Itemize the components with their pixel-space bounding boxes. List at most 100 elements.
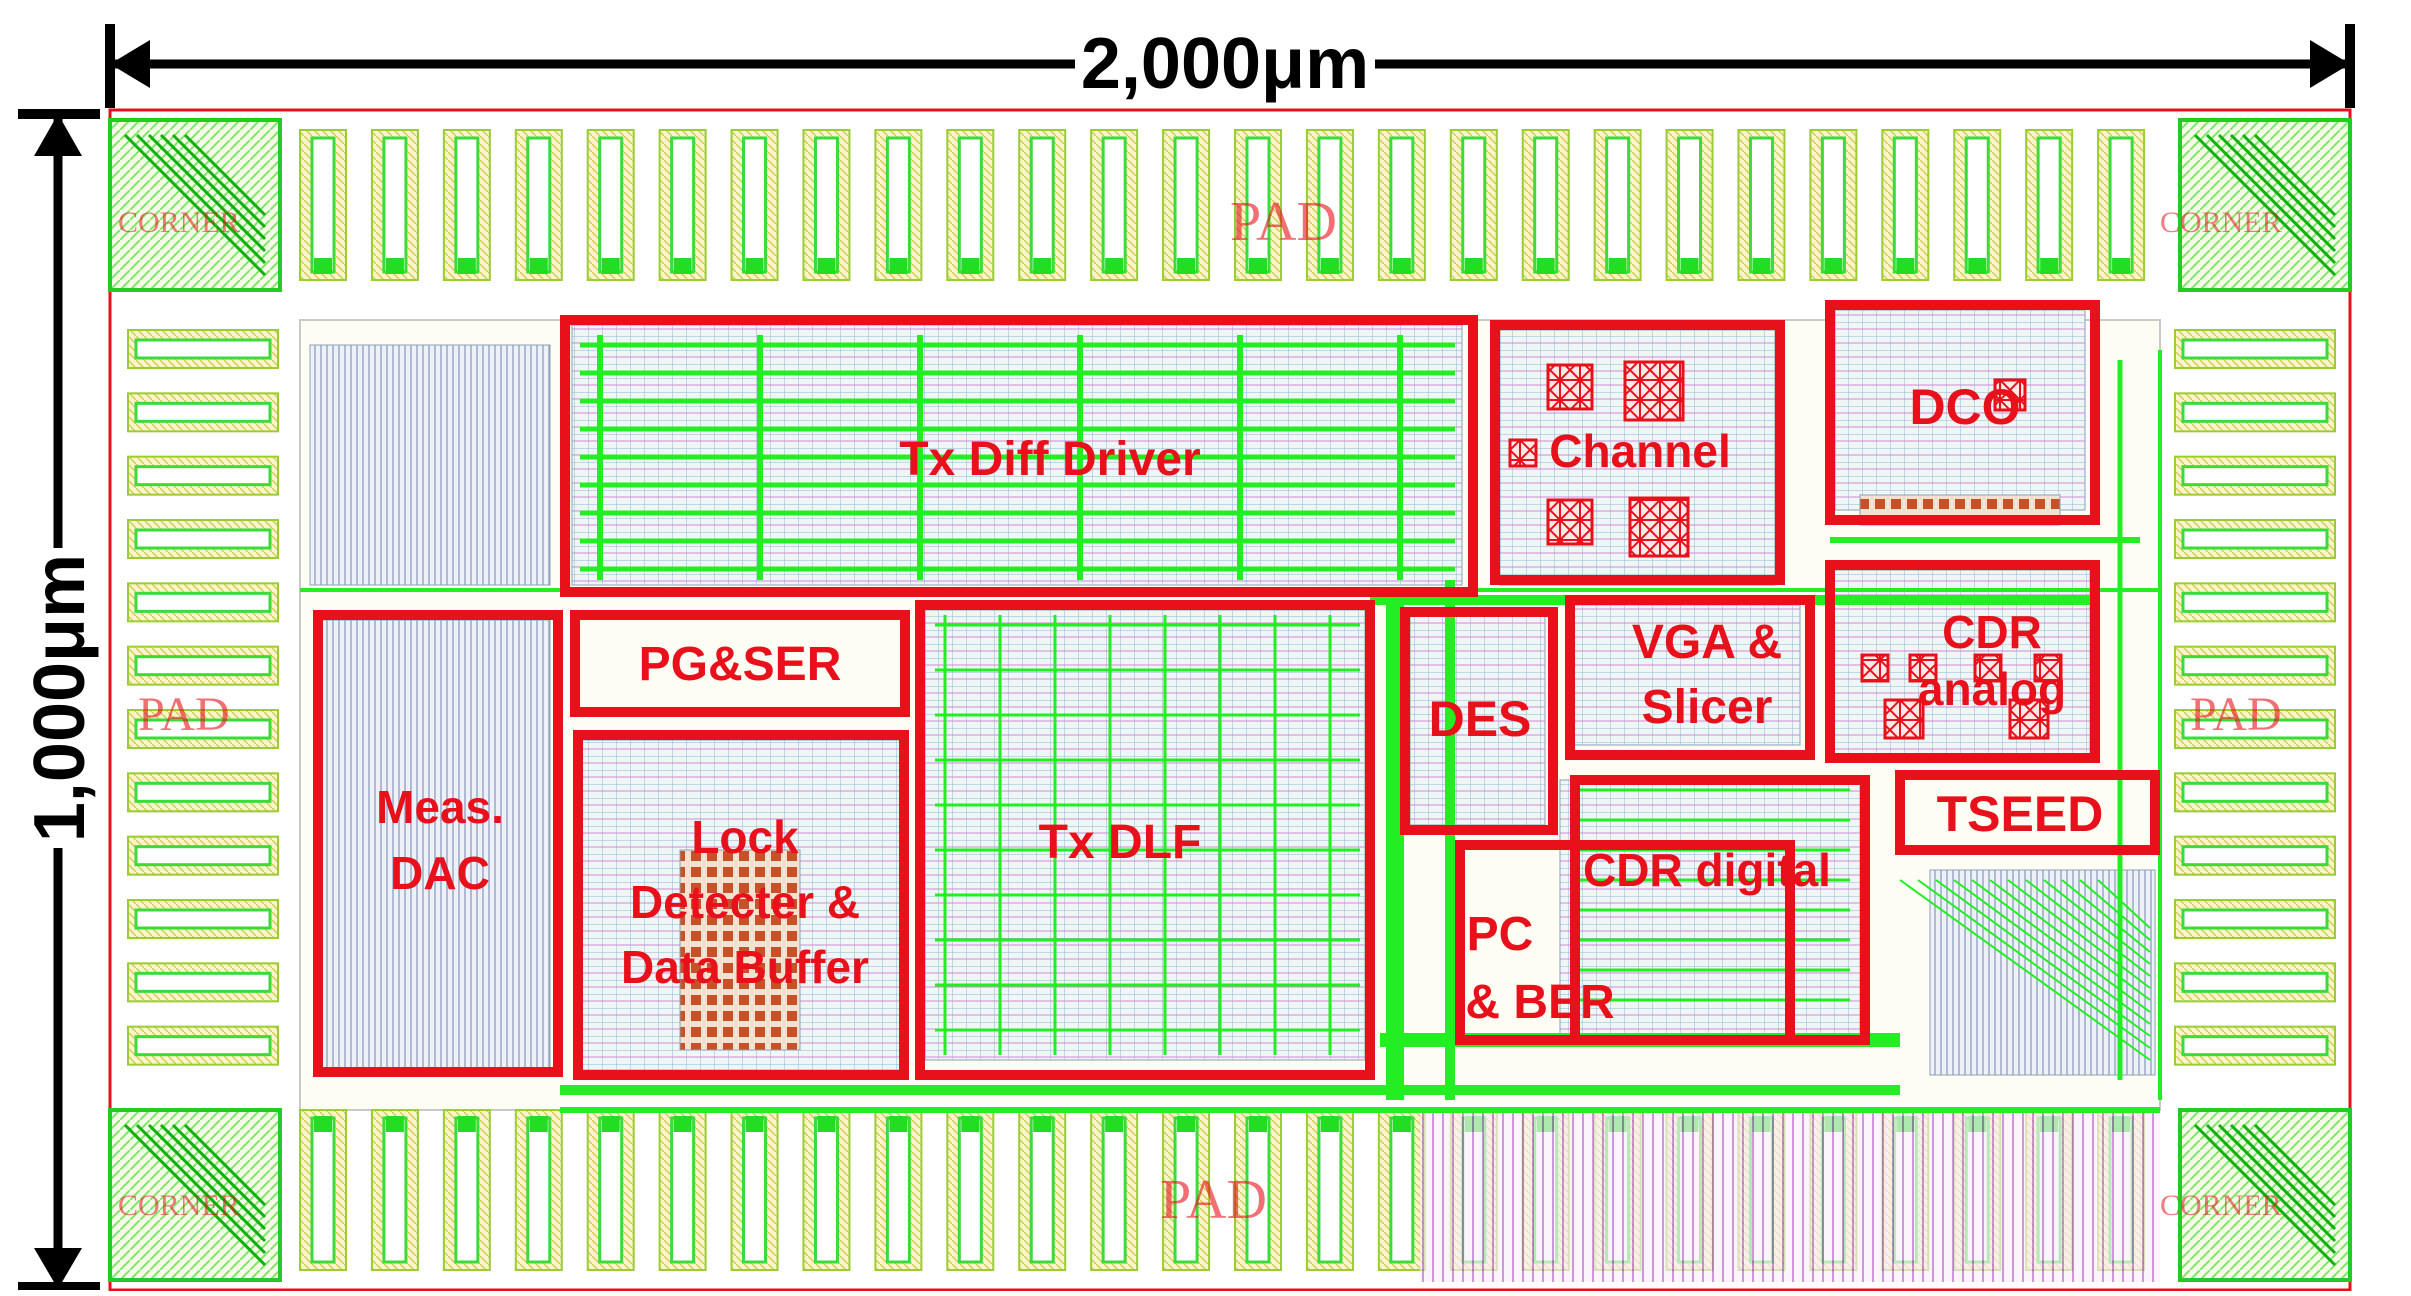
corner-cell-bottom-right-diagonal [2229,1123,2337,1231]
top-pad-row-pad-via [745,258,764,274]
bottom-pad-row-pad-window [957,1116,983,1264]
corner-cell-bottom-right-diagonal [2253,1123,2337,1207]
width-dimension: 2,000μm [105,24,2355,108]
top-pad-row-pad-window [1605,136,1631,274]
corner-cell-top-right-diagonal [2229,133,2337,241]
left-pad-column-pad-window [134,1035,272,1057]
right-pad-column-pad-window [2181,718,2329,740]
diagonal-routing [2097,879,2151,929]
bottom-pad-row-pad-via [457,1116,476,1132]
cdr-analog-x-device [2008,698,2050,740]
bottom-pad-row-pad-via [1320,1116,1339,1132]
width-label-bg [1075,24,1375,102]
top-pad-row-pad-via [889,258,908,274]
top-pad-row-pad-window [957,136,983,274]
bottom-pad-row-pad-via [1105,1116,1124,1132]
width-label: 2,000μm [1081,24,1369,104]
channel-x-device [1628,496,1690,558]
corner-cell-bottom-right-diagonal [2193,1123,2337,1267]
top-pad-row-pad-window [1461,136,1487,274]
top-pad-row-pad-via [1680,258,1699,274]
top-pad-row-pad-via [2040,258,2059,274]
width-arrow-head-left [110,40,150,88]
channel-x-device [1623,360,1685,422]
bottom-pad-row-pad-window [670,1116,696,1264]
cdr-analog-x-device [1860,653,1890,683]
bottom-pad-row-pad-via [745,1116,764,1132]
bottom-pad-row-pad-via [314,1116,332,1132]
left-pad-column-pad-window [134,971,272,993]
block-outline-lock-detecter [573,730,909,1080]
diagonal-routing [2007,879,2151,989]
block-label-meas-dac: DAC [390,847,490,899]
block-outline-meas-dac [313,610,563,1077]
top-pad-row-pad-window [1389,136,1415,274]
bottom-pad-row-pad-via [889,1116,908,1132]
left-pad-column-pad-window [134,591,272,613]
bottom-pad-row-pad-via [601,1116,620,1132]
top-pad-row-pad-window [526,136,552,274]
block-outline-dco [1825,300,2100,525]
pad-label-right: PAD [2190,688,2282,741]
diagonal-routing [1935,879,2151,1037]
corner-cell-bottom-right-diagonal [2205,1123,2337,1255]
corner-cell-bottom-right-diagonal [2241,1123,2337,1219]
des-circuit-art [1409,614,1546,826]
dco-circuit-art [1834,309,2086,511]
top-pad-row-pad-window [2036,136,2062,274]
top-pad-row-pad-window [813,136,839,274]
top-pad-row-pad-via [1752,258,1771,274]
left-pad-column-pad-window [134,528,272,550]
top-pad-row-pad-window [382,136,408,274]
block-label-pc-ber: & BER [1465,976,1614,1029]
top-pad-row-pad-window [1964,136,1990,274]
bottom-pad-row-pad-window [526,1116,552,1264]
right-pad-column-pad-window [2181,465,2329,487]
diagonal-routing [1971,879,2151,1013]
top-pad-row-pad-via [1464,258,1483,274]
left-bias-circuit-art [309,344,551,586]
block-outline-tx-dlf [915,600,1375,1080]
corner-cell-bottom-left-diagonal [183,1123,267,1207]
top-pad-row-pad-window [1101,136,1127,274]
top-pad-row-pad-via [1177,258,1196,274]
corner-cell-bottom-left-diagonal [135,1123,267,1255]
block-outline-des [1400,607,1558,835]
channel-x-device [1546,363,1594,411]
block-label-cdr-analog: CDR [1942,606,2042,658]
top-pad-row-pad-via [385,258,404,274]
top-pad-row-pad-window [670,136,696,274]
bottom-io-purple-region [1420,1112,2160,1282]
block-label-lock-detecter: Detecter & [630,876,860,928]
diagonal-routing [1989,879,2151,1001]
cdr-analog-x-device [1908,653,1938,683]
left-pad-column-pad-window [134,465,272,487]
top-pad-row-pad-via [1392,258,1411,274]
corner-cell-bottom-left-diagonal [123,1123,267,1267]
bottom-pad-row-pad-via [673,1116,692,1132]
block-label-vga-slicer: Slicer [1642,681,1773,734]
pad-label-bottom: PAD [1160,1169,1267,1231]
top-pad-row-pad-via [1249,258,1267,274]
left-pad-column-pad-window [134,655,272,677]
block-outline-cdr-analog [1825,560,2100,763]
bottom-pad-row-pad-window [1317,1116,1343,1264]
bottom-pad-row-pad-via [1177,1116,1196,1132]
top-pad-row-pad-window [310,136,336,274]
left-pad-column-pad-window [134,781,272,803]
block-outline-tx-diff-driver [560,315,1478,597]
block-label-des: DES [1429,691,1532,747]
block-label-lock-detecter: Data Buffer [621,941,869,993]
left-pad-column-pad-window [134,718,272,740]
corner-cell-top-left-diagonal [159,133,267,241]
block-label-cdr-analog: analog [1918,663,2066,715]
right-pad-column-pad-window [2181,528,2329,550]
corner-cell-top-left-diagonal [147,133,267,253]
right-pad-column-pad-window [2181,908,2329,930]
block-label-cdr-digital: CDR digital [1583,844,1831,896]
top-pad-row-pad-window [1173,136,1199,274]
corner-cell-top-right-diagonal [2253,133,2337,217]
block-outline-pg-ser [570,610,910,717]
top-pad-row-pad-window [1029,136,1055,274]
